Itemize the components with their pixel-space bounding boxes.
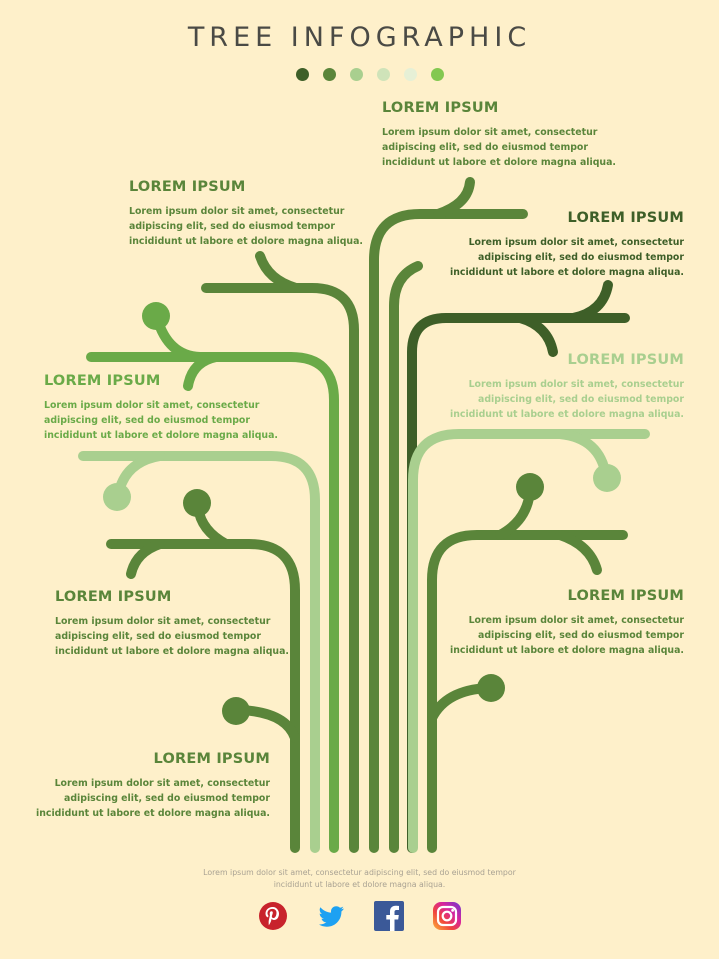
label-heading: LOREM IPSUM [382, 100, 499, 116]
label-heading: LOREM IPSUM [129, 179, 246, 195]
twitter-icon[interactable] [316, 901, 346, 931]
branch-top-left [201, 251, 359, 853]
footer-line: incididunt ut labore et dolore magna ali… [273, 880, 446, 889]
trunk-line [407, 313, 630, 853]
palette-dot [323, 68, 337, 81]
leaf [142, 302, 170, 330]
label-heading: LOREM IPSUM [567, 588, 684, 604]
branch-right-lower [427, 473, 628, 853]
instagram-icon[interactable] [432, 901, 462, 931]
palette-dot [404, 68, 418, 81]
twig [568, 280, 613, 323]
label-heading: LOREM IPSUM [55, 589, 172, 605]
trunk-line [106, 539, 300, 853]
palette-dots [296, 68, 453, 82]
twig [183, 352, 221, 391]
branch-left-lower [106, 489, 300, 853]
footer-text: Lorem ipsum dolor sit amet, consectetur … [0, 867, 719, 891]
palette-dot [296, 68, 309, 81]
leaf [222, 697, 250, 725]
label-heading: LOREM IPSUM [44, 373, 161, 389]
trunk-line [427, 530, 628, 853]
label-upper-right: LOREM IPSUM Lorem ipsum dolor sit amet, … [424, 210, 684, 280]
trunk-line [369, 209, 528, 853]
label-bottom-left: LOREM IPSUM Lorem ipsum dolor sit amet, … [10, 751, 270, 821]
label-top-right: LOREM IPSUM Lorem ipsum dolor sit amet, … [382, 100, 682, 170]
label-upper-left: LOREM IPSUM Lorem ipsum dolor sit amet, … [129, 179, 389, 249]
palette-dot [350, 68, 364, 81]
label-lower-right: LOREM IPSUM Lorem ipsum dolor sit amet, … [424, 588, 684, 658]
trunk-line [408, 429, 650, 853]
label-heading: LOREM IPSUM [567, 210, 684, 226]
leaf [516, 473, 544, 501]
label-middle-right: LOREM IPSUM Lorem ipsum dolor sit amet, … [424, 352, 684, 422]
page-title: TREE INFOGRAPHIC [187, 22, 532, 53]
trunk-line [389, 261, 423, 853]
pinterest-icon[interactable] [258, 901, 288, 931]
branch-left-bright [86, 302, 339, 853]
leaf [103, 483, 131, 511]
leaf [593, 464, 621, 492]
trunk-line [201, 283, 359, 853]
twig [515, 313, 558, 357]
palette-dot [377, 68, 391, 81]
twig [433, 177, 475, 219]
twig [555, 530, 602, 575]
label-heading: LOREM IPSUM [567, 352, 684, 368]
branch-top-right [369, 177, 528, 853]
label-heading: LOREM IPSUM [153, 751, 270, 767]
twig [126, 539, 165, 579]
trunk-line [78, 451, 320, 853]
twig [255, 251, 301, 293]
branch-right-light [408, 429, 650, 853]
label-middle-left: LOREM IPSUM Lorem ipsum dolor sit amet, … [44, 373, 304, 443]
leaf [477, 674, 505, 702]
facebook-icon[interactable] [374, 901, 404, 931]
leaf [183, 489, 211, 517]
palette-dot [431, 68, 445, 81]
label-lower-left: LOREM IPSUM Lorem ipsum dolor sit amet, … [55, 589, 315, 659]
trunk-line [86, 352, 339, 853]
branch-left-light [78, 451, 320, 853]
footer-line: Lorem ipsum dolor sit amet, consectetur … [203, 868, 516, 877]
branch-right-dark [407, 280, 630, 853]
